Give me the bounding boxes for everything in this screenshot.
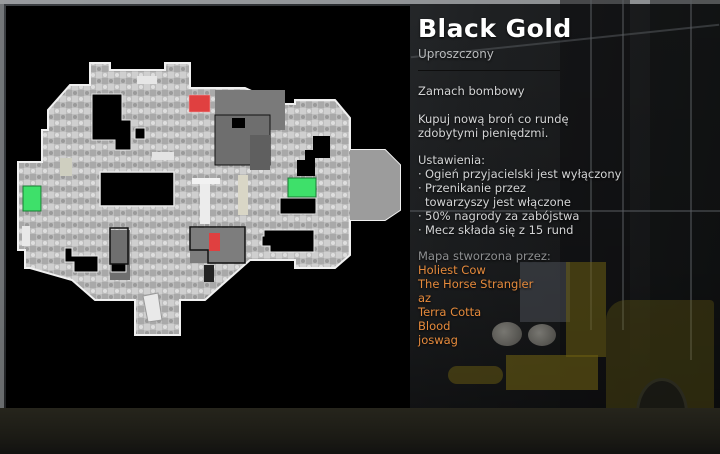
yellow-barrier <box>506 355 598 390</box>
room-outline <box>189 226 246 264</box>
game-mode: Zamach bombowy <box>418 84 525 98</box>
catwalk <box>200 184 210 224</box>
settings-item: · 50% nagrody za zabójstwa <box>418 209 713 223</box>
tank <box>528 324 556 346</box>
yellow-drums <box>448 366 503 384</box>
stairs <box>238 175 248 215</box>
bombsite-b-marker <box>209 233 220 251</box>
author-name: az <box>418 291 432 305</box>
settings-item: · Ogień przyjacielski jest wyłączony <box>418 167 713 181</box>
settings-item-text: 50% nagrody za zabójstwa <box>425 209 580 223</box>
author-name: joswag <box>418 333 458 347</box>
settings-item-text: Ogień przyjacielski jest wyłączony <box>425 167 622 181</box>
author-name: Terra Cotta <box>418 305 482 319</box>
bullet-icon: · <box>418 223 422 237</box>
author-name: Holiest Cow <box>418 263 486 277</box>
grate <box>204 265 214 282</box>
building-void <box>64 247 99 273</box>
scaffold-beam <box>590 0 592 330</box>
tank <box>492 322 522 346</box>
crates <box>152 152 174 160</box>
banner-panel <box>520 262 570 322</box>
frame-left-edge <box>0 0 4 454</box>
mode-description: Kupuj nową broń co rundę zdobytymi pieni… <box>418 112 569 140</box>
ct-spawn-area <box>350 150 400 220</box>
building-void <box>134 127 146 140</box>
bullet-icon: · <box>418 181 422 195</box>
building-void <box>99 171 175 207</box>
frame-top-edge <box>0 0 720 4</box>
authors-label: Mapa stworzona przez: <box>418 249 551 263</box>
bombsite-a-marker <box>188 94 211 113</box>
scaffold-beam <box>622 0 624 330</box>
authors-list: Holiest Cow The Horse Strangler az Terra… <box>418 263 713 347</box>
settings-section: Ustawienia: · Ogień przyjacielski jest w… <box>418 153 713 237</box>
crates <box>137 76 157 84</box>
settings-item: · Przenikanie przez towarzyszy jest włąc… <box>418 181 578 209</box>
catwalk <box>192 178 220 184</box>
ct-spawn-marker <box>287 177 317 198</box>
floor <box>0 408 720 454</box>
building-void <box>110 263 127 273</box>
settings-label: Ustawienia: <box>418 153 486 167</box>
t-spawn-marker <box>22 185 42 212</box>
building-void <box>297 136 330 176</box>
settings-item-text: Przenikanie przez towarzyszy jest włączo… <box>425 181 571 209</box>
map-overview-radar <box>17 62 401 336</box>
map-difficulty: Uproszczony <box>418 47 494 61</box>
map-title: Black Gold <box>418 14 572 43</box>
scaffold-beam <box>410 210 720 212</box>
room-outline <box>109 227 129 265</box>
building-void <box>261 229 315 253</box>
settings-item-text: Mecz składa się z 15 rund <box>425 223 574 237</box>
building-void <box>279 197 317 215</box>
dark-zone <box>250 135 270 170</box>
map-overview-panel <box>6 6 410 408</box>
yellow-column <box>566 262 606 357</box>
crates <box>60 158 72 176</box>
map-info-panel: Black Gold Uproszczony Zamach bombowy Ku… <box>418 14 713 347</box>
building-void <box>232 118 245 128</box>
author-name: The Horse Strangler <box>418 277 534 291</box>
bullet-icon: · <box>418 209 422 223</box>
scaffold-beam <box>690 0 692 360</box>
container <box>22 226 30 246</box>
bullet-icon: · <box>418 167 422 181</box>
truck <box>142 292 163 323</box>
settings-item: · Mecz składa się z 15 rund <box>418 223 713 237</box>
divider <box>418 70 560 71</box>
building-void <box>91 93 132 151</box>
author-name: Blood <box>418 319 451 333</box>
